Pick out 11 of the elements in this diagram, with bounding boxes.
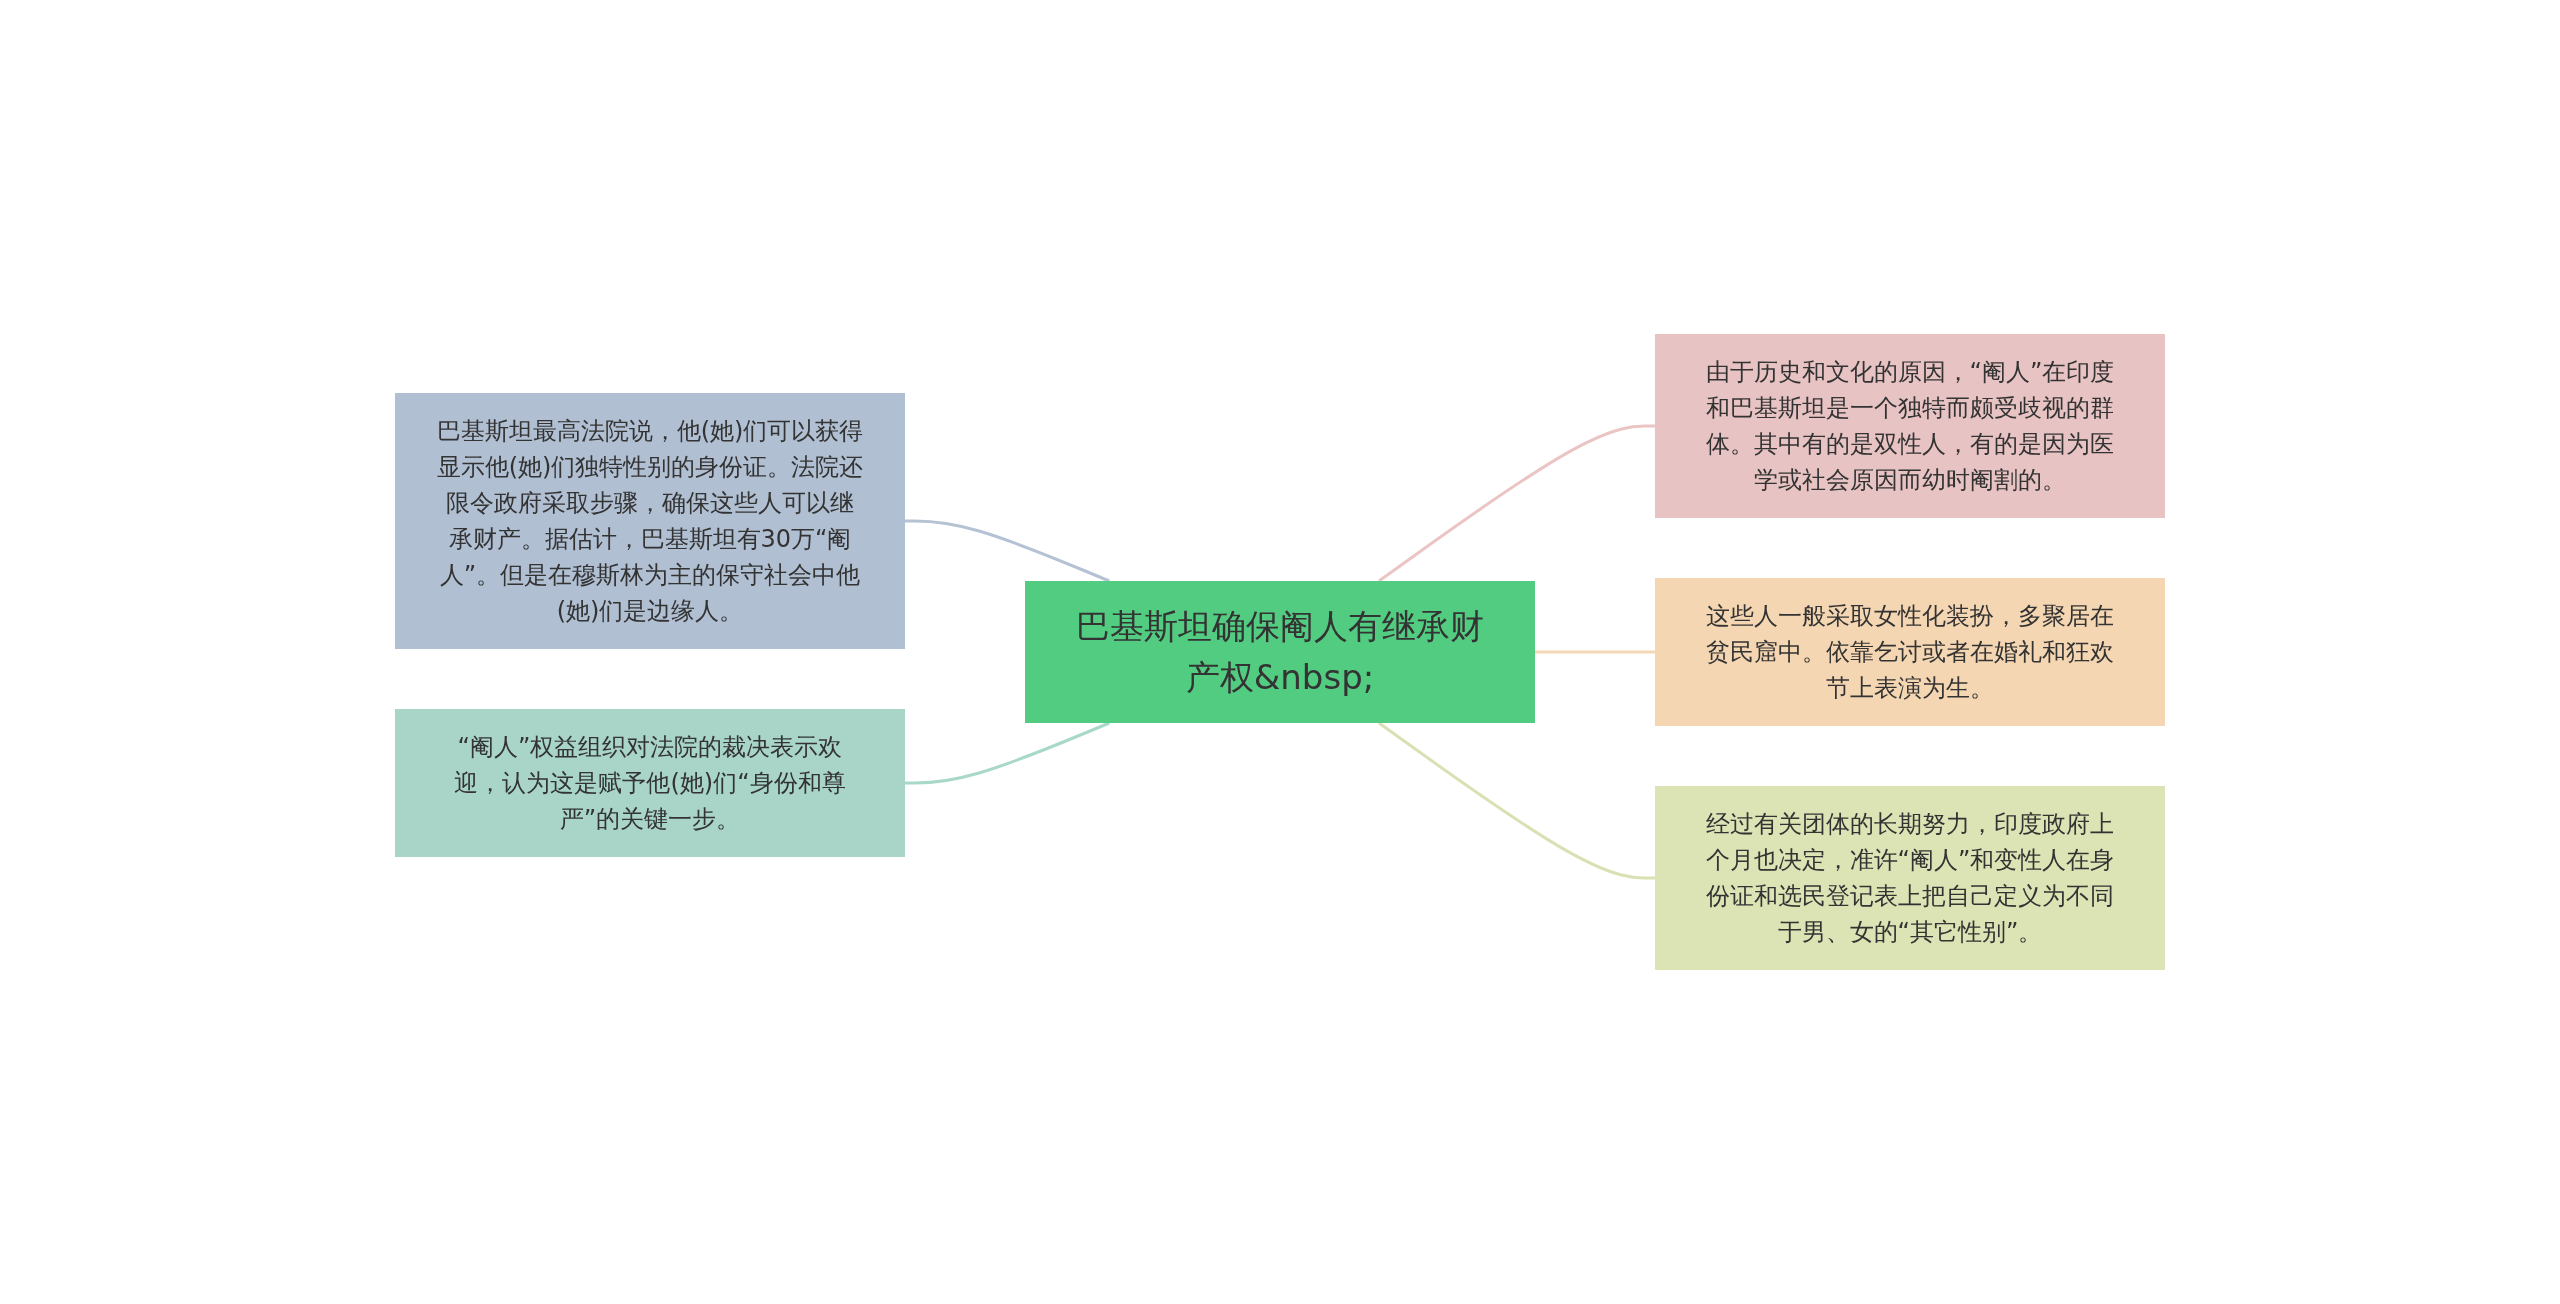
connector (905, 721, 1110, 785)
node-box: 巴基斯坦确保阉人有继承财产权&nbsp; (1025, 581, 1535, 723)
connector (1378, 721, 1655, 880)
connector (905, 519, 1110, 583)
node-box: 经过有关团体的长期努力，印度政府上个月也决定，准许“阉人”和变性人在身份证和选民登记表上把自己定义为不同于男、女的“其它性别”。 (1655, 786, 2165, 970)
node-box: 由于历史和文化的原因，“阉人”在印度和巴基斯坦是一个独特而颇受歧视的群体。其中有的是双性人，有的是因为医学或社会原因而幼时阉割的。 (1655, 334, 2165, 518)
node-box: 这些人一般采取女性化装扮，多聚居在贫民窟中。依靠乞讨或者在婚礼和狂欢节上表演为生。 (1655, 578, 2165, 726)
connector (1535, 650, 1655, 654)
node-box: 巴基斯坦最高法院说，他(她)们可以获得显示他(她)们独特性别的身份证。法院还限令政府采取步骤，确保这些人可以继承财产。据估计，巴基斯坦有30万“阉人”。但是在穆斯林为主的保守社会中他(她)们是边缘人。 (395, 393, 905, 649)
connector (1378, 424, 1655, 583)
node-box: “阉人”权益组织对法院的裁决表示欢迎，认为这是赋予他(她)们“身份和尊严”的关键一步。 (395, 709, 905, 857)
